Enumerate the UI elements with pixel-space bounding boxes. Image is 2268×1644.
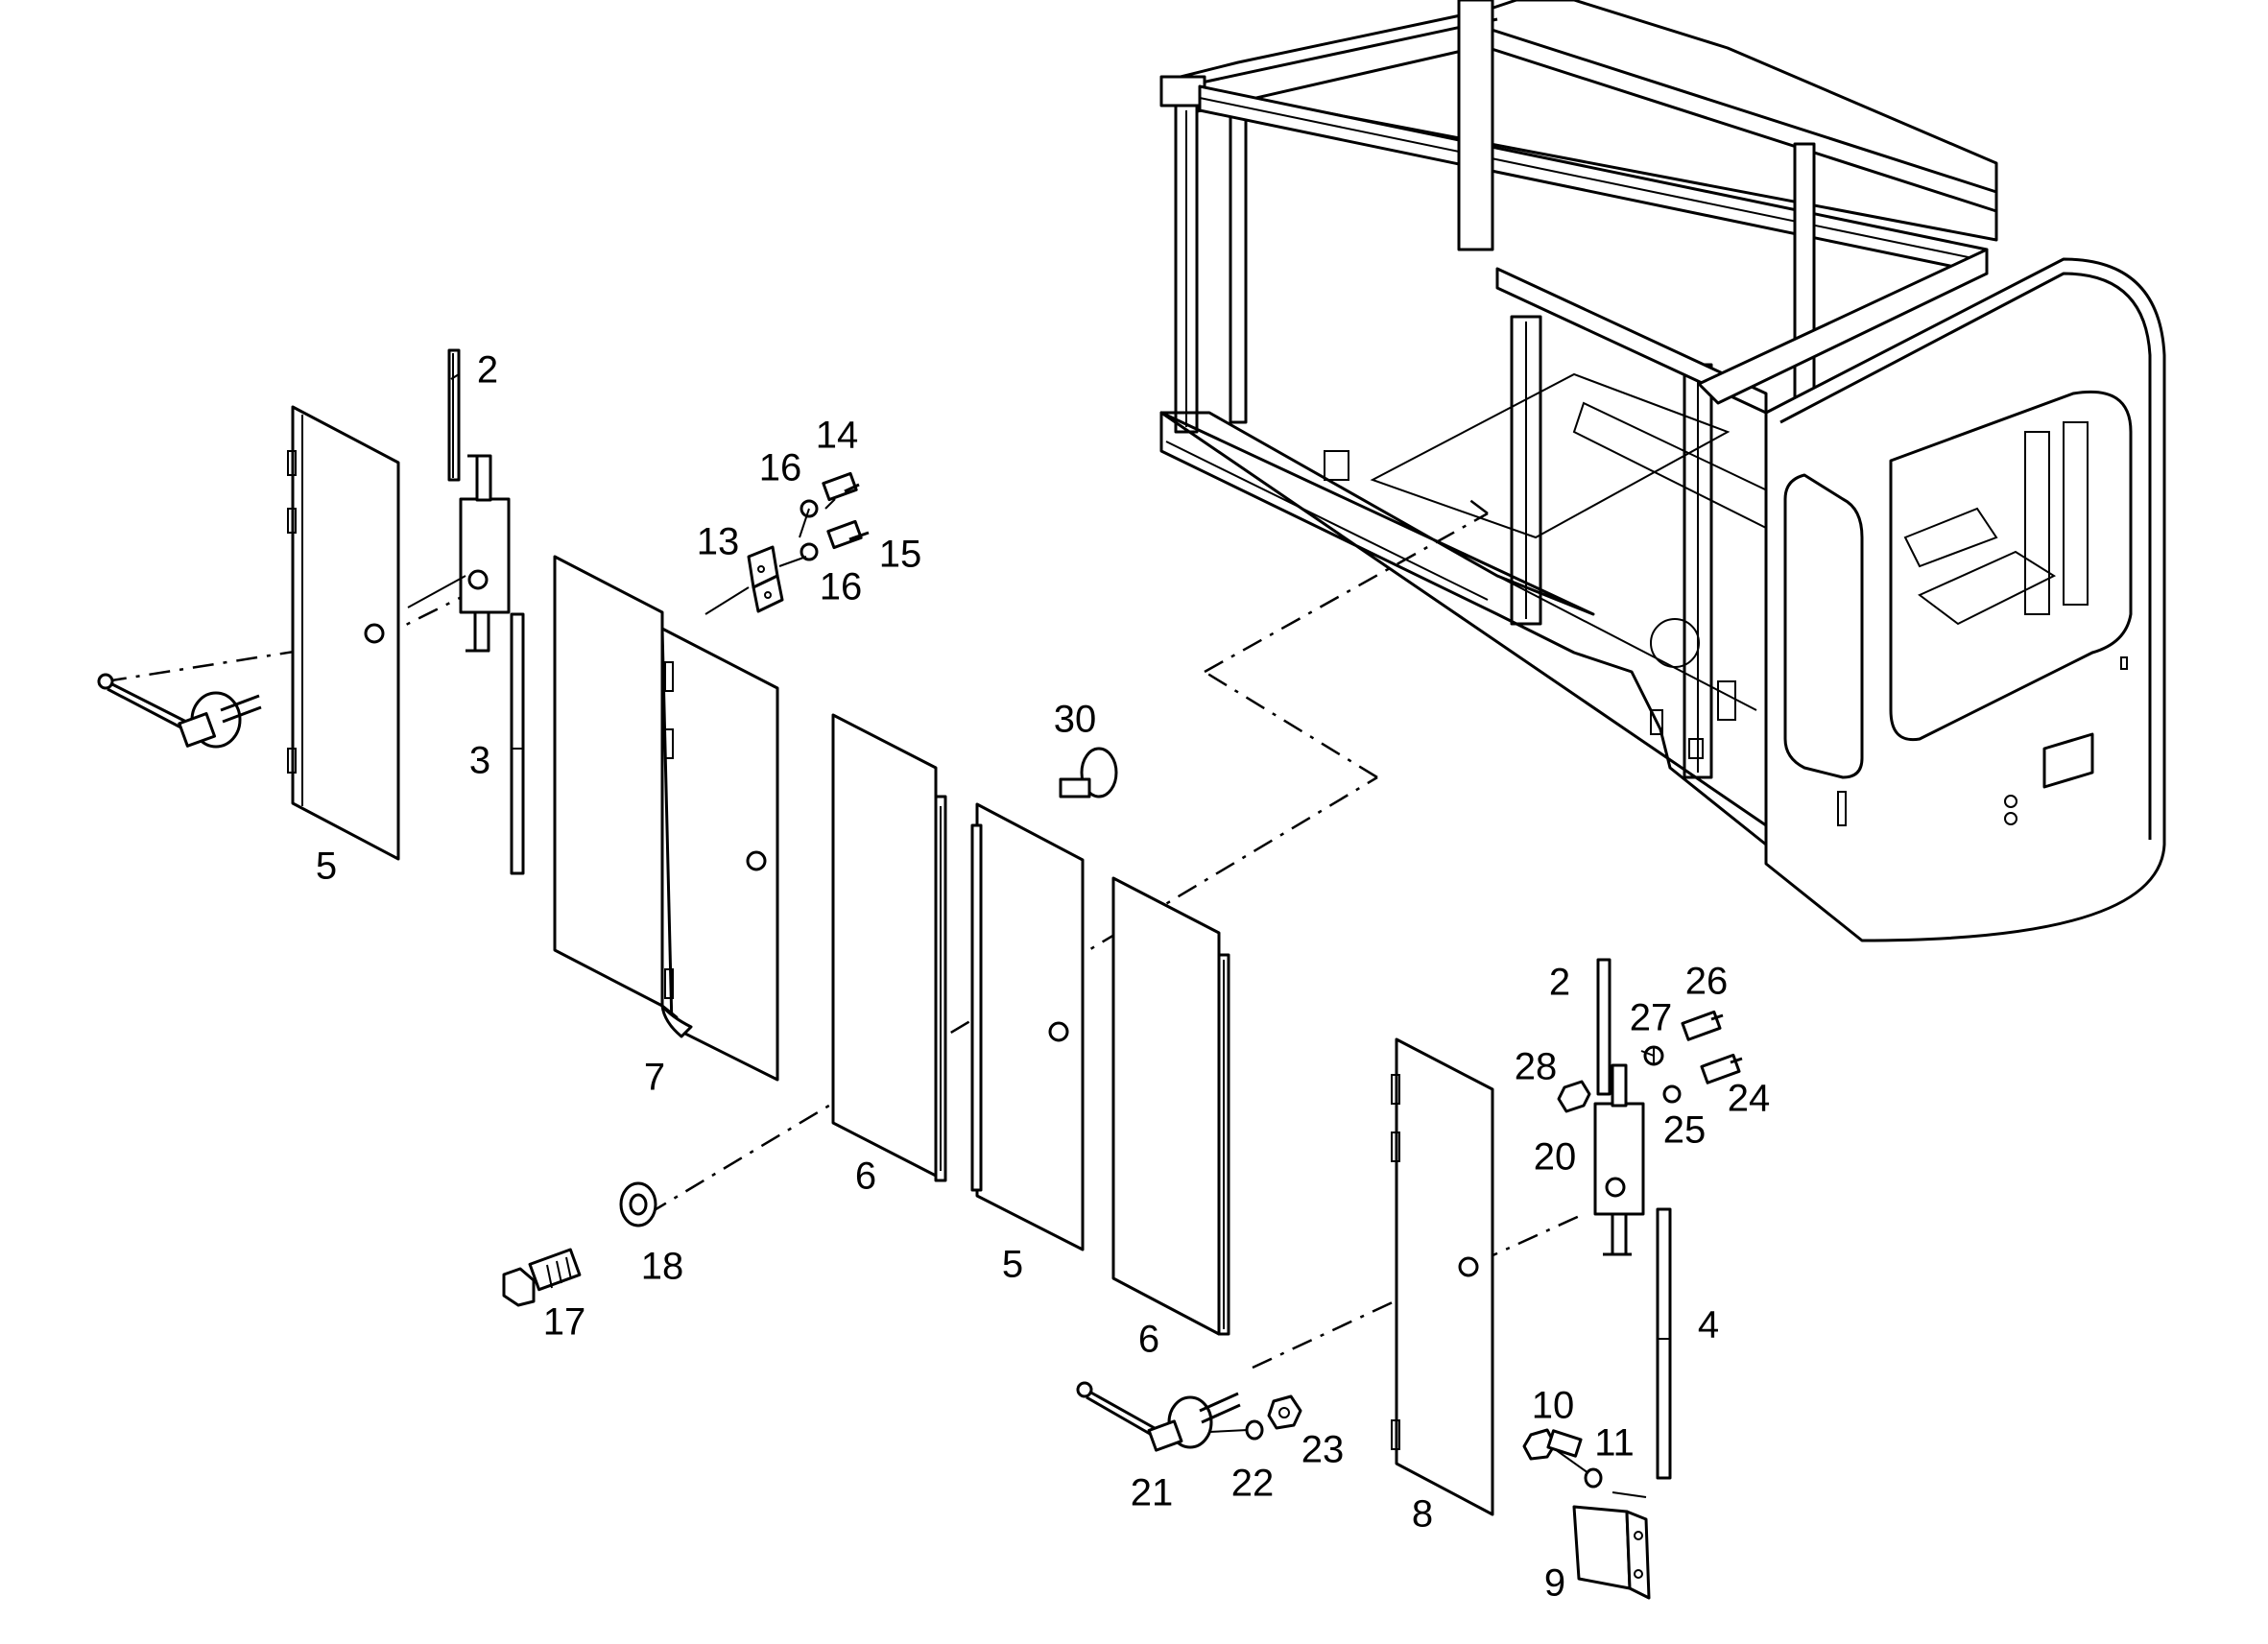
callout-label: 14 <box>816 415 859 457</box>
callout-label: 30 <box>1054 699 1097 741</box>
callout-label: 21 <box>1131 1472 1174 1514</box>
callout-label: 28 <box>1515 1046 1558 1088</box>
callout-label: 16 <box>759 447 802 489</box>
callout-label: 2 <box>1549 962 1570 1004</box>
callout-label: 23 <box>1301 1429 1345 1471</box>
strip-3-left <box>510 612 525 875</box>
strip-2-left <box>447 348 461 482</box>
assembly-center-lines <box>105 498 1585 1370</box>
callout-label: 16 <box>820 566 863 608</box>
callout-label: 20 <box>1534 1136 1577 1179</box>
callout-label: 22 <box>1231 1463 1275 1505</box>
handle-21-right <box>1076 1381 1241 1452</box>
bolt-10-washer-11 <box>1522 1428 1603 1489</box>
callout-label: 26 <box>1685 961 1729 1003</box>
callout-label: 7 <box>644 1057 665 1099</box>
door-panel-8 <box>1391 1037 1494 1516</box>
latch-plate-right <box>1557 958 1645 1256</box>
washer-22-nut-23 <box>1245 1394 1302 1441</box>
callout-label: 9 <box>1544 1562 1565 1605</box>
callout-label: 24 <box>1728 1078 1771 1120</box>
bracket-13 <box>704 545 784 615</box>
bracket-9 <box>1572 1491 1651 1600</box>
door-panel-7 <box>553 555 779 1082</box>
bolts-24-to-27 <box>1643 1010 1743 1104</box>
callout-label: 10 <box>1532 1385 1575 1427</box>
strip-4-right <box>1656 1207 1672 1480</box>
callout-label: 2 <box>477 349 498 392</box>
callout-label: 13 <box>697 521 740 563</box>
door-panel-5-left <box>287 405 400 861</box>
callout-label: 5 <box>316 846 337 888</box>
callout-label: 27 <box>1630 997 1673 1039</box>
callout-label: 3 <box>469 740 490 782</box>
callout-label: 8 <box>1412 1493 1433 1536</box>
callout-label: 4 <box>1698 1304 1719 1346</box>
callout-label: 17 <box>543 1301 586 1344</box>
callout-label: 15 <box>879 534 922 576</box>
callout-label: 5 <box>1002 1244 1023 1286</box>
knob-30 <box>1059 747 1118 798</box>
latch-plate-left <box>407 454 511 653</box>
callout-label: 6 <box>855 1156 876 1198</box>
callout-label: 18 <box>641 1246 684 1288</box>
bolt-17-washer-18 <box>502 1181 657 1307</box>
handle-knob-left <box>97 673 262 749</box>
callout-label: 25 <box>1663 1109 1707 1152</box>
callout-label: 11 <box>1594 1422 1635 1465</box>
callout-label: 6 <box>1138 1319 1159 1361</box>
callout-labels: 2 2 3 4 5 5 6 6 7 8 9 10 11 13 14 15 16 … <box>316 349 1770 1605</box>
door-panel-5-middle <box>970 802 1085 1251</box>
bolts-14-15-16 <box>778 471 870 567</box>
door-panel-6-second <box>1111 876 1230 1336</box>
machine-frame <box>1159 0 2166 942</box>
leader-lines <box>450 373 1655 1474</box>
door-panel-6-first <box>831 713 947 1182</box>
